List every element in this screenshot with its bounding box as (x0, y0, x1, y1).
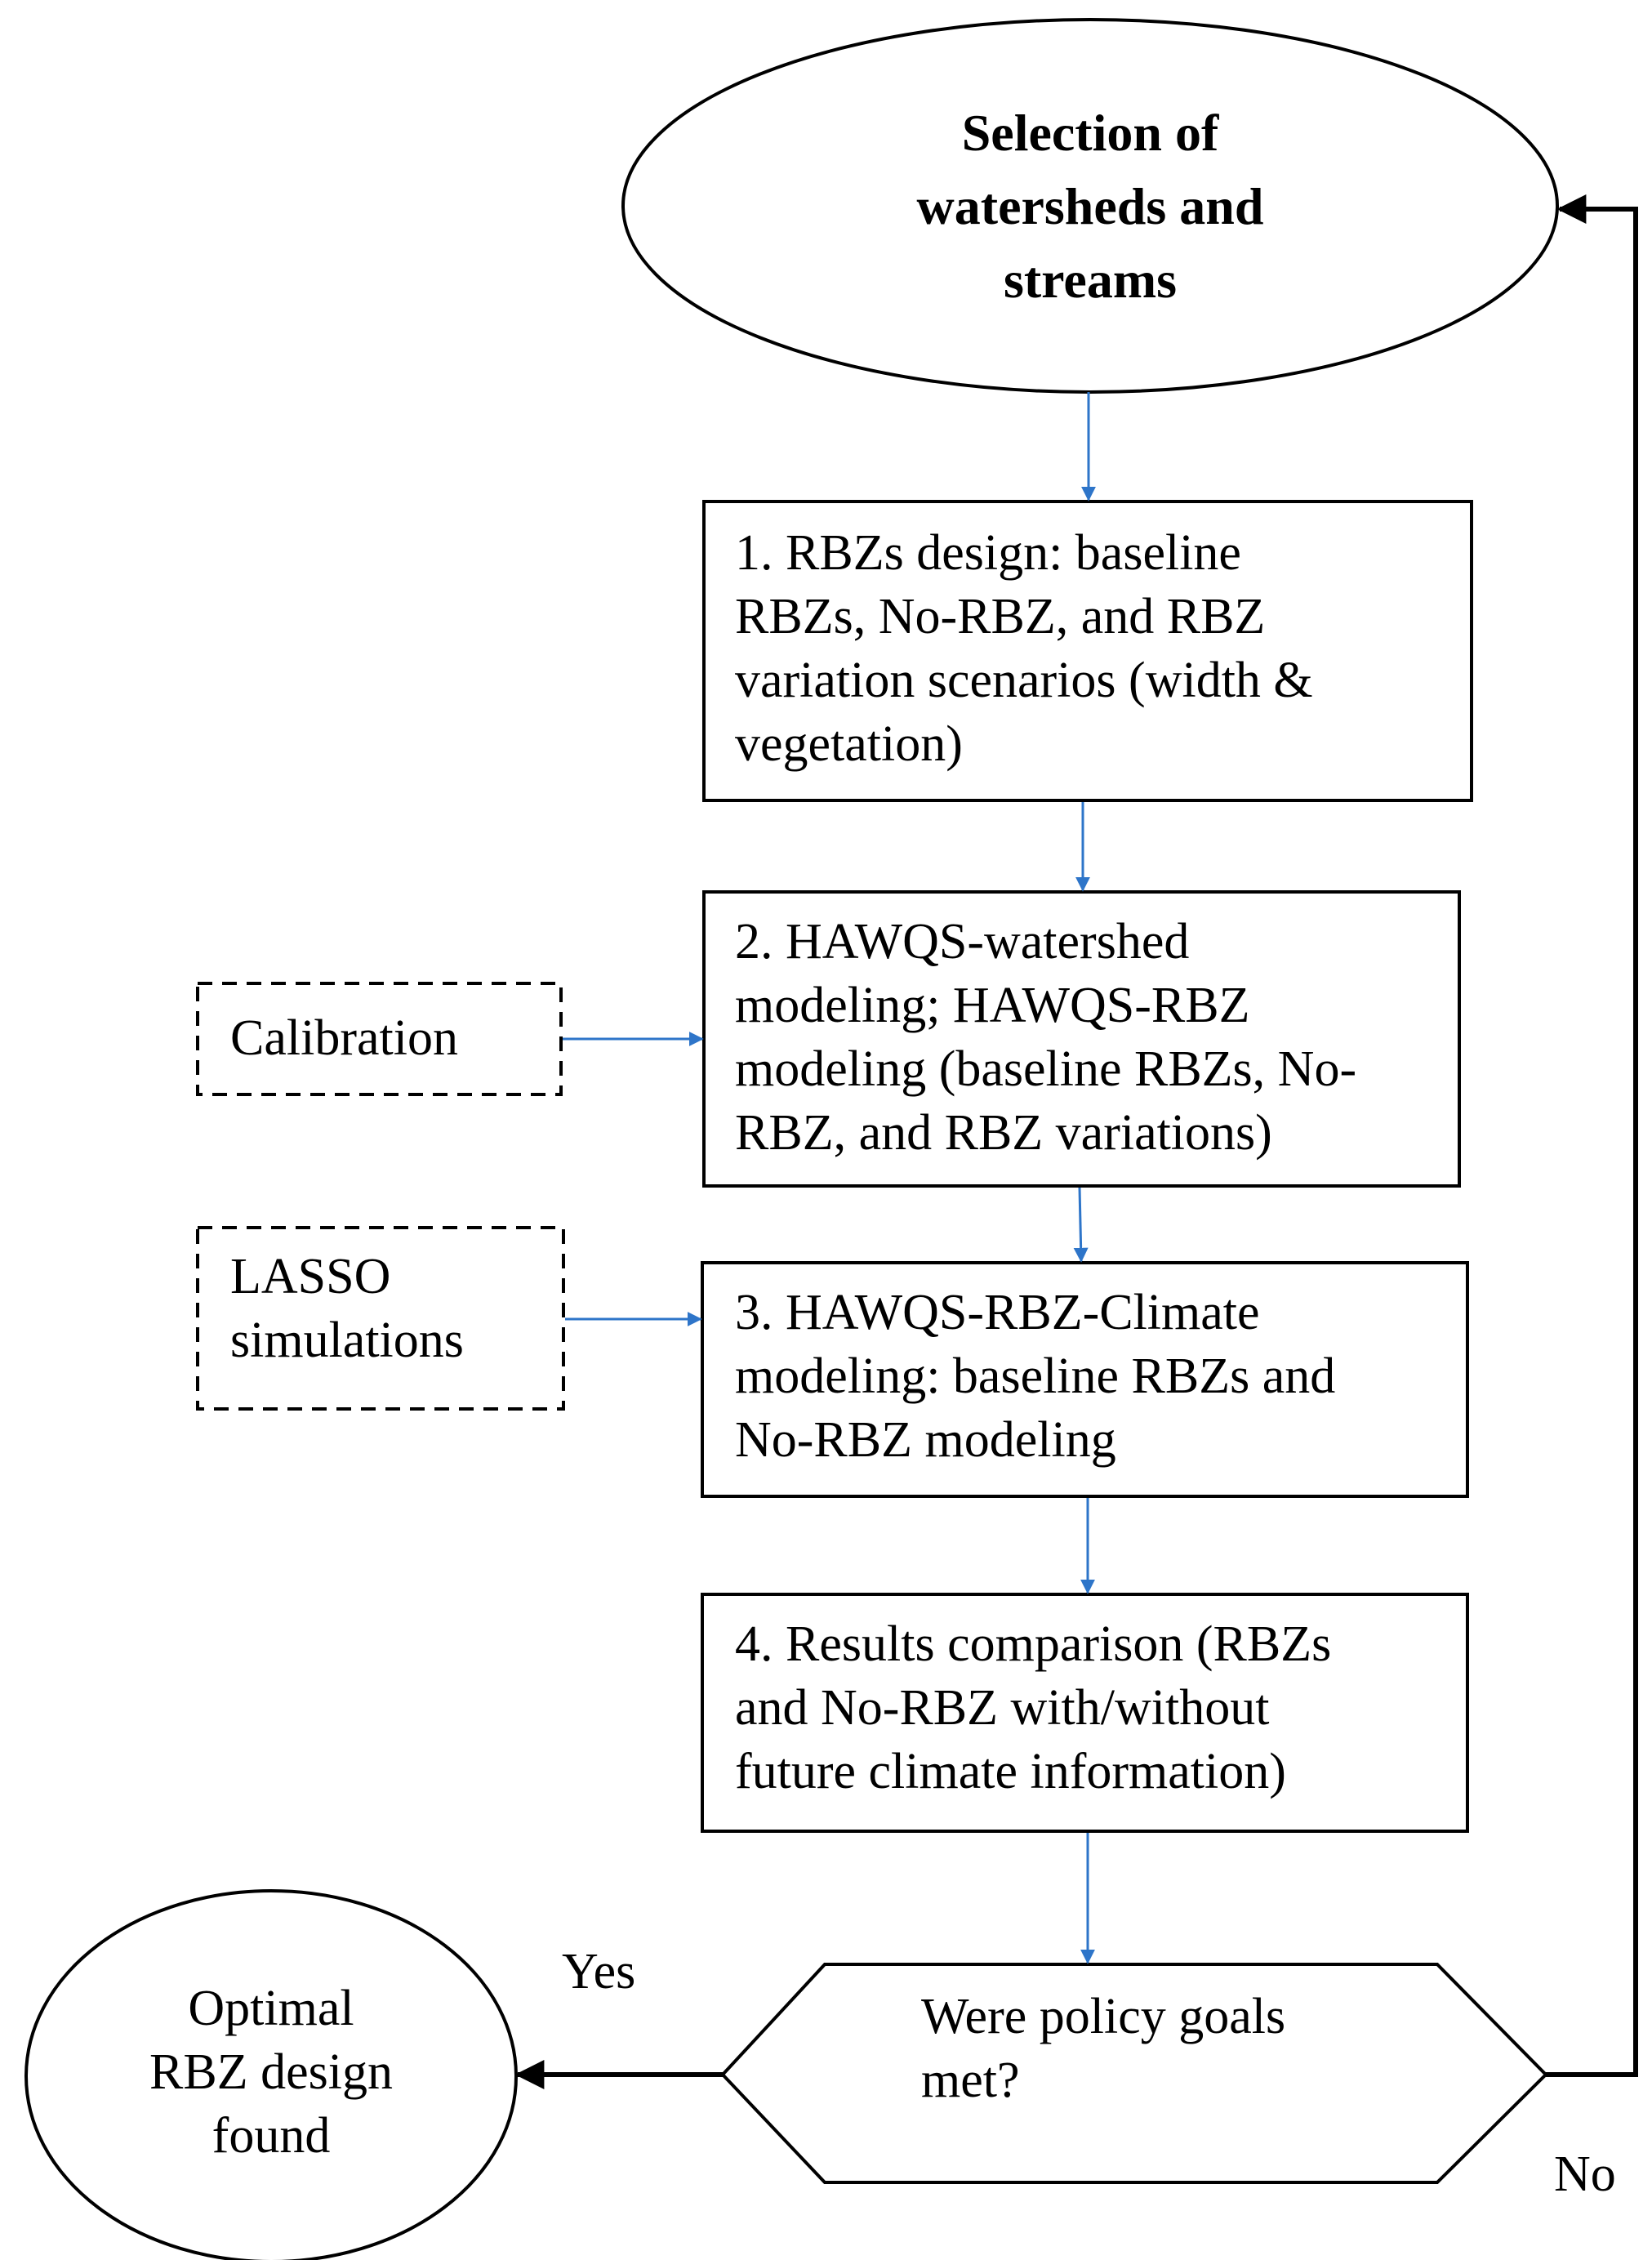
step1-box (702, 500, 1473, 802)
decision-label: Were policy goals met? (921, 1989, 1286, 2108)
end-label: Optimal RBZ design found (149, 1981, 393, 2164)
step4-label: 4. Results comparison (RBZs and No-RBZ w… (735, 1616, 1332, 1799)
step2-box (702, 890, 1461, 1188)
calibration-box (196, 982, 563, 1096)
step4-box (701, 1593, 1469, 1833)
step3-box (701, 1261, 1469, 1498)
step3-label: 3. HAWQS-RBZ-Climate modeling: baseline … (735, 1285, 1336, 1468)
step2-label: 2. HAWQS-watershed modeling; HAWQS-RBZ m… (735, 914, 1357, 1161)
yes-label: Yes (562, 1944, 636, 1999)
lasso-label: LASSO simulations (230, 1249, 464, 1368)
step1-label: 1. RBZs design: baseline RBZs, No-RBZ, a… (735, 525, 1313, 772)
calibration-label: Calibration (230, 1010, 458, 1066)
start-label: Selection of watersheds and streams (916, 104, 1264, 309)
arrow-decision-no-loop (1546, 194, 1638, 2077)
arrow-step2-to-step3 (1073, 1187, 1089, 1263)
no-label: No (1554, 2146, 1616, 2202)
lasso-box (196, 1226, 565, 1411)
